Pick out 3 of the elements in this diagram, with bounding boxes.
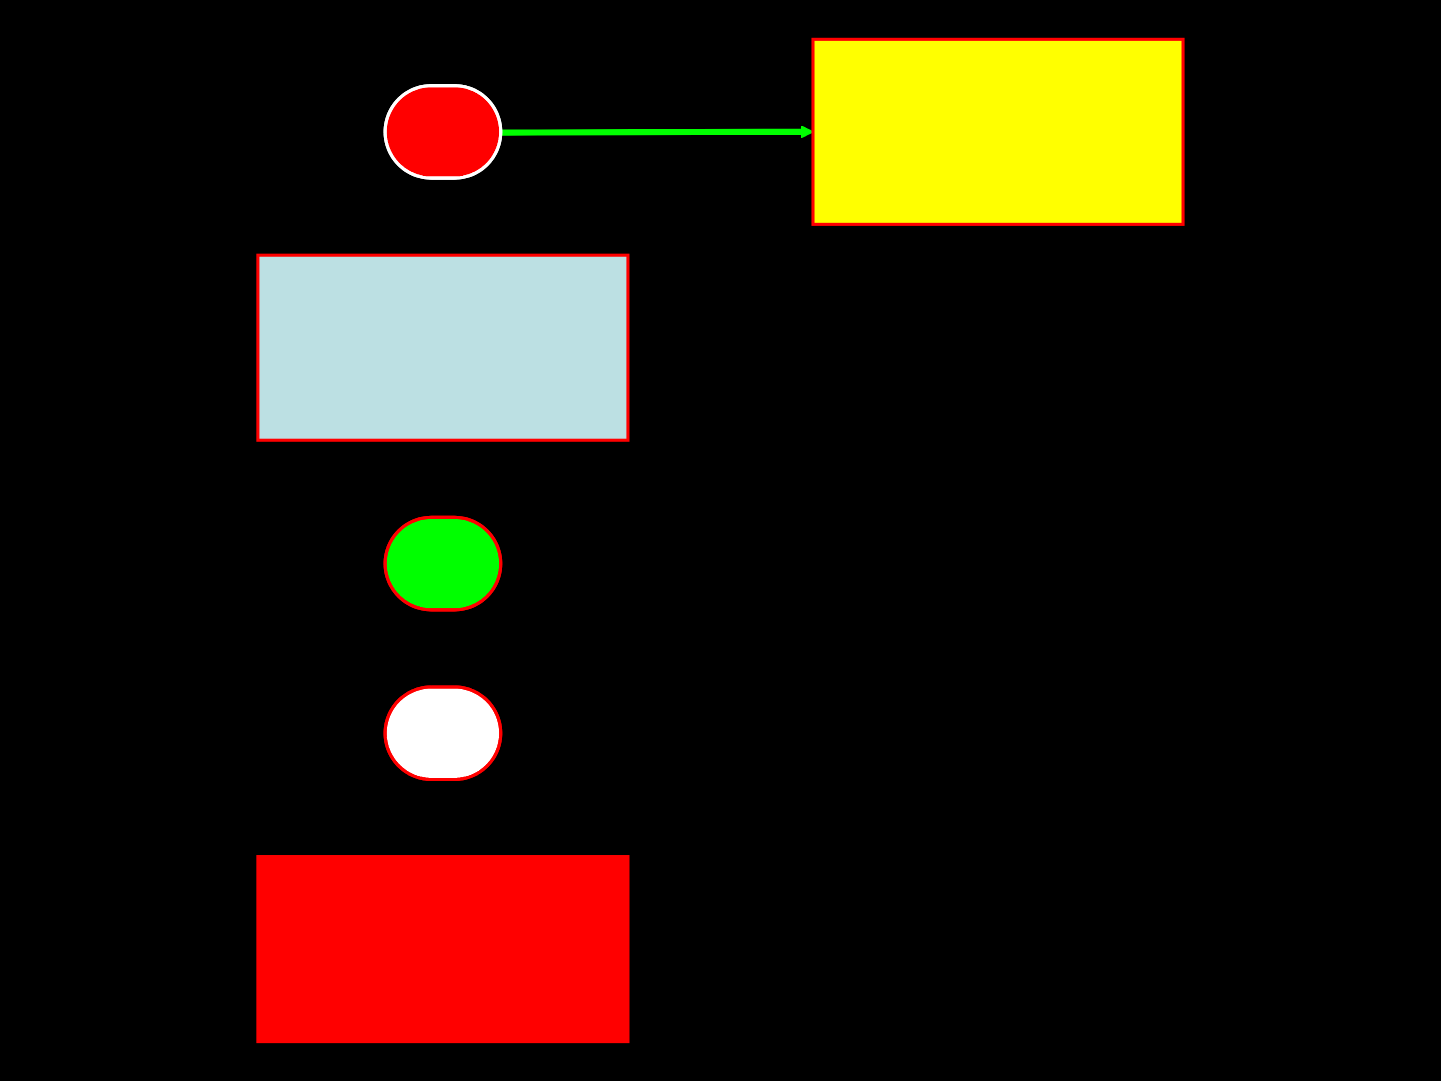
- node-box: [256, 253, 630, 442]
- node-box: [811, 37, 1185, 226]
- node-box: [256, 855, 630, 1044]
